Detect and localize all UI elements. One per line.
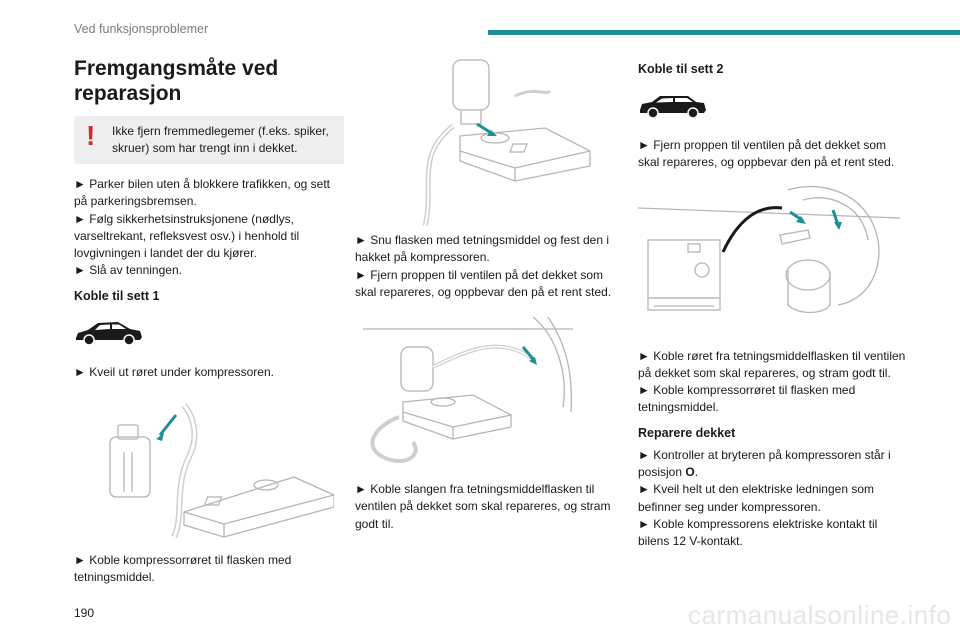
warning-box: ! Ikke fjern fremmedlegemer (f.eks. spik… — [74, 116, 344, 164]
page-number: 190 — [74, 606, 95, 620]
column-2: ► Snu flasken med tetningsmiddel og fest… — [355, 56, 625, 533]
car-suv-silhouette-icon — [640, 96, 706, 119]
illustration-kit1-hose — [109, 403, 334, 539]
step-park: ► Parker bilen uten å blokkere trafikken… — [74, 177, 331, 209]
kit1-heading: Koble til sett 1 — [74, 288, 160, 303]
column-1: Fremgangsmåte ved reparasjon ! Ikke fjer… — [74, 56, 344, 587]
illustration-bottle-on-compressor — [422, 59, 591, 226]
section-title: Ved funksjonsproblemer — [74, 22, 209, 36]
step-connect-bottle: ► Koble kompressorrøret til flasken med … — [74, 553, 292, 585]
car-silhouette-icon — [76, 321, 142, 346]
step-connect-bottle-valve: ► Koble røret fra tetningsmiddelflasken … — [638, 348, 906, 380]
illustration-hose-to-valve — [363, 317, 573, 464]
step-plug-in: ► Koble kompressorens elektriske kontakt… — [638, 516, 878, 549]
repair-heading: Reparere dekket — [638, 425, 736, 440]
step-connect-compressor: ► Koble kompressorrøret til flasken med … — [638, 383, 856, 415]
column-3: Koble til sett 2 ► Fjern proppen til ven… — [638, 56, 908, 551]
step-remove-cap-kit2: ► Fjern proppen til ventilen på det dekk… — [638, 138, 895, 170]
step-connect-hose: ► Koble slangen fra tetningsmiddelflaske… — [355, 482, 611, 531]
kit2-heading: Koble til sett 2 — [638, 62, 724, 76]
step-remove-cap: ► Fjern proppen til ventilen på det dekk… — [355, 267, 612, 299]
warning-text: Ikke fjern fremmedlegemer (f.eks. spiker… — [112, 124, 329, 155]
header-accent-bar — [488, 30, 960, 35]
step-safety: ► Følg sikkerhetsinstruksjonene (nødlys,… — [74, 211, 300, 261]
warning-icon: ! — [86, 120, 96, 151]
illustration-kit2-bottle-valve — [638, 185, 900, 313]
step-flip-bottle: ► Snu flasken med tetningsmiddel og fest… — [355, 233, 610, 265]
watermark: carmanualsonline.info — [688, 600, 952, 630]
step-uncoil: ► Kveil ut røret under kompressoren. — [74, 364, 274, 379]
step-uncoil-cable: ► Kveil helt ut den elektriske ledningen… — [638, 482, 875, 514]
step-ignition: ► Slå av tenningen. — [74, 263, 182, 278]
page-heading: Fremgangsmåte ved reparasjon — [74, 57, 279, 105]
step-check-switch: ► Kontroller at bryteren på kompressoren… — [638, 447, 891, 480]
